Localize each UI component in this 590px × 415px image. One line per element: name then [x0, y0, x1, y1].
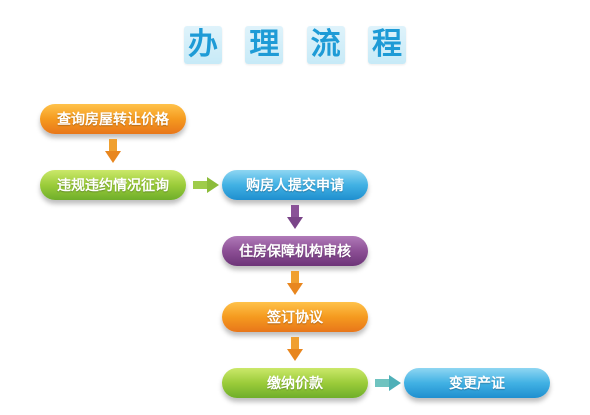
- step-violation-inquiry: 违规违约情况征询: [40, 170, 186, 200]
- title-char: 办: [184, 26, 222, 64]
- step-agency-review: 住房保障机构审核: [222, 236, 368, 266]
- arrow-down-icon: [287, 271, 303, 295]
- arrow-down-icon: [105, 139, 121, 163]
- title-char: 理: [245, 26, 284, 64]
- arrow-down-icon: [287, 205, 303, 229]
- step-buyer-application: 购房人提交申请: [222, 170, 368, 200]
- page-title: 办 理 流 程: [184, 24, 406, 66]
- step-pay-price: 缴纳价款: [222, 368, 368, 398]
- arrow-right-icon: [193, 177, 219, 193]
- title-char: 程: [367, 26, 406, 64]
- step-sign-agreement: 签订协议: [222, 302, 368, 332]
- arrow-down-icon: [287, 337, 303, 361]
- arrow-right-icon: [375, 375, 401, 391]
- step-change-certificate: 变更产证: [404, 368, 550, 398]
- title-char: 流: [306, 26, 345, 64]
- step-query-price: 查询房屋转让价格: [40, 104, 186, 134]
